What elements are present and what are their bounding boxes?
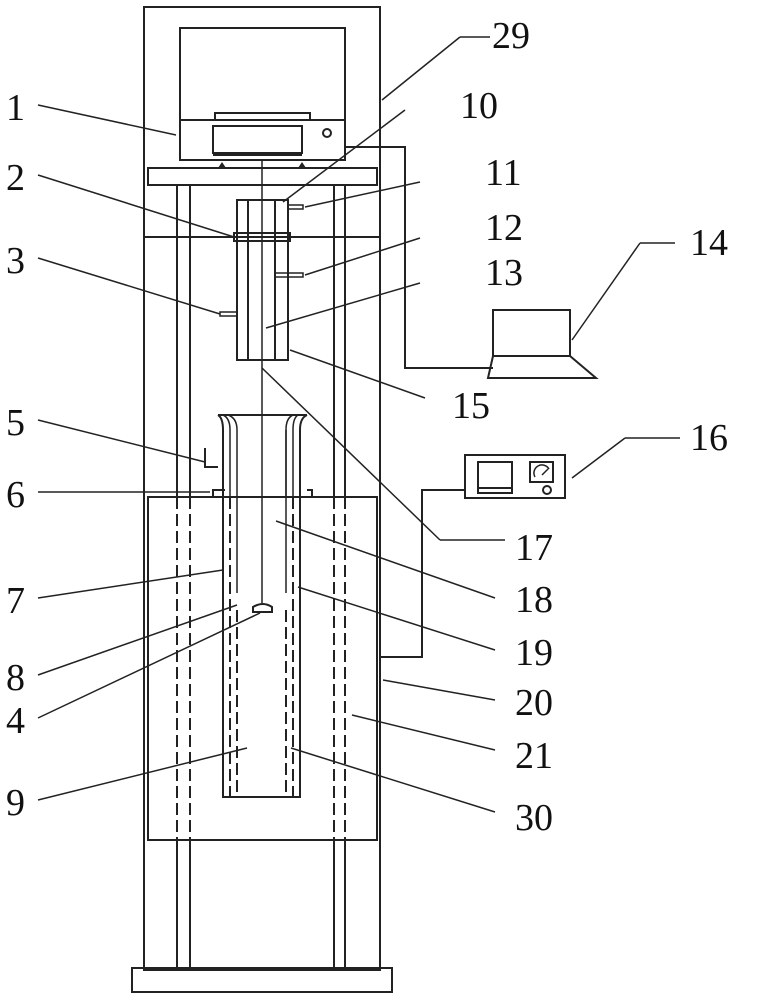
- laptop-14: [486, 309, 599, 379]
- temperature-controller-16: [464, 454, 566, 499]
- label-18: 18: [515, 579, 553, 621]
- label-13: 13: [485, 252, 523, 294]
- part-labels: 1 2 3 5 6 7 8 4 9 29 10 11 12 13 14 15 1…: [6, 15, 728, 839]
- label-30: 30: [515, 797, 553, 839]
- data-cable: [345, 146, 493, 369]
- upper-tube-assembly: [219, 199, 304, 361]
- label-16: 16: [690, 417, 728, 459]
- label-3: 3: [6, 240, 25, 282]
- balance-1: [179, 27, 346, 168]
- label-9: 9: [6, 782, 25, 824]
- label-2: 2: [6, 157, 25, 199]
- label-6: 6: [6, 474, 25, 516]
- label-20: 20: [515, 682, 553, 724]
- label-17: 17: [515, 527, 553, 569]
- label-14: 14: [690, 222, 728, 264]
- label-8: 8: [6, 657, 25, 699]
- control-cable: [380, 489, 465, 658]
- label-10: 10: [460, 85, 498, 127]
- furnace-21: [147, 489, 378, 841]
- label-11: 11: [485, 152, 522, 194]
- label-21: 21: [515, 735, 553, 777]
- label-4: 4: [6, 700, 25, 742]
- label-7: 7: [6, 580, 25, 622]
- label-1: 1: [6, 87, 25, 129]
- label-19: 19: [515, 632, 553, 674]
- reaction-tube: [204, 414, 308, 798]
- sample-basket-4: [252, 603, 273, 613]
- label-29: 29: [492, 15, 530, 57]
- label-15: 15: [452, 385, 490, 427]
- leader-lines: [37, 36, 680, 813]
- label-12: 12: [485, 207, 523, 249]
- label-5: 5: [6, 402, 25, 444]
